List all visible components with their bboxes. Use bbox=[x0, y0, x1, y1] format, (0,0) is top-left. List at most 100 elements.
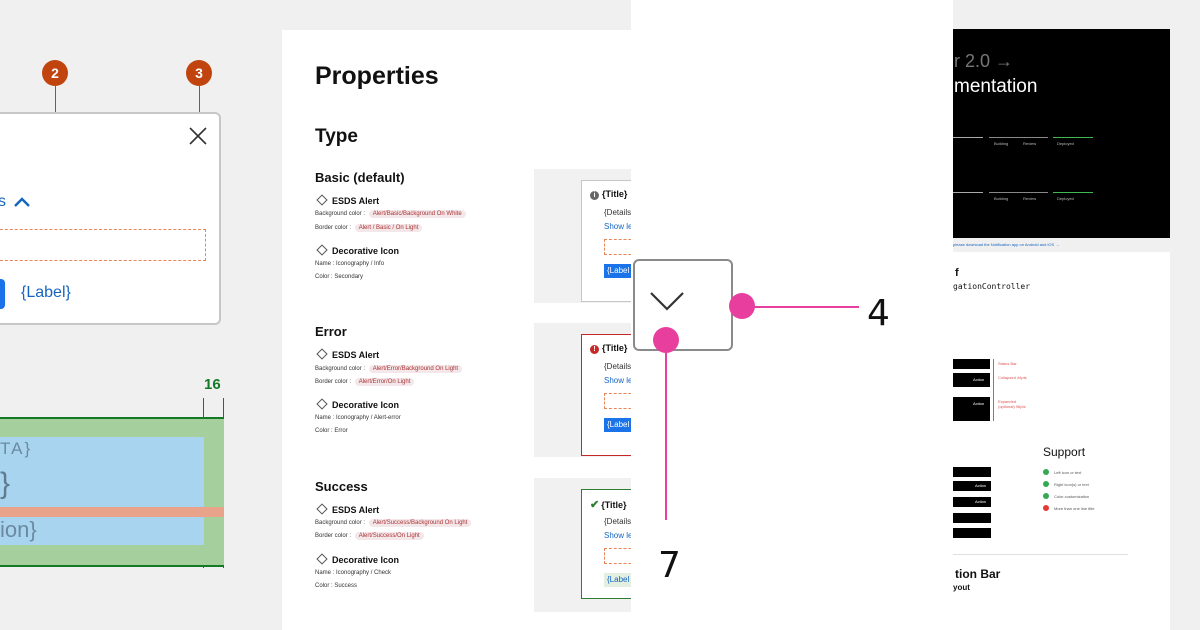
alert-preview-basic: i{Title} {Details Show le {Label bbox=[581, 180, 632, 302]
content-slot-placeholder bbox=[604, 393, 632, 409]
doc-heading: f bbox=[955, 267, 959, 279]
check-circle-icon bbox=[1043, 481, 1049, 487]
progress-step-label: Review bbox=[1023, 196, 1037, 201]
decorative-icon-heading: Decorative Icon bbox=[315, 244, 399, 256]
download-link[interactable]: please download the Notification app on … bbox=[953, 242, 1060, 247]
side-label: Status Bar bbox=[998, 361, 1017, 366]
progress-step-label: Building bbox=[994, 141, 1009, 146]
section-title: Basic (default) bbox=[315, 170, 405, 185]
support-sample: Action bbox=[953, 481, 991, 491]
show-less-link[interactable]: Show le bbox=[604, 376, 632, 385]
hero-line-2: mentation bbox=[954, 76, 1038, 97]
border-color-row: Border color : Alert/Success/On Light bbox=[315, 532, 424, 540]
close-icon[interactable] bbox=[188, 126, 208, 146]
alert-details: {Details bbox=[604, 517, 632, 526]
bottom-subheading: yout bbox=[953, 583, 970, 592]
gap-region bbox=[0, 507, 224, 517]
status-bar-sample bbox=[953, 359, 990, 369]
border-color-row: Border color : Alert/Error/On Light bbox=[315, 378, 415, 386]
progress-step-label: Deployed bbox=[1057, 196, 1074, 201]
progress-step-label: Building bbox=[994, 196, 1009, 201]
icon-name-row: Name : Iconography / Info bbox=[315, 261, 385, 267]
x-circle-icon bbox=[1043, 505, 1049, 511]
panel-documentation-preview: r 2.0 → mentation Building Review Deploy… bbox=[953, 0, 1200, 630]
support-sample: Action bbox=[953, 497, 991, 507]
measure-line bbox=[993, 359, 994, 421]
alert-action-button[interactable]: {Label bbox=[604, 418, 632, 432]
content-region bbox=[0, 517, 204, 545]
component-diamond-icon bbox=[316, 244, 328, 256]
side-label: Expanded (optional) 96pts bbox=[998, 399, 1026, 409]
support-sample bbox=[953, 513, 991, 523]
callout-line-3 bbox=[199, 86, 200, 122]
show-less-link[interactable]: Show le bbox=[604, 531, 632, 540]
border-color-row: Border color : Alert / Basic / On Light bbox=[315, 224, 423, 232]
content-slot-placeholder bbox=[604, 239, 632, 255]
component-diamond-icon bbox=[316, 194, 328, 206]
support-heading: Support bbox=[1043, 445, 1086, 459]
component-name: ESDS Alert bbox=[315, 503, 379, 515]
progress-step-line bbox=[1053, 192, 1093, 193]
grid-text: ion} bbox=[0, 517, 37, 542]
spacing-measure-label: 16 bbox=[204, 376, 221, 393]
section-title: Success bbox=[315, 479, 368, 494]
annotation-dot-7 bbox=[653, 327, 679, 353]
chevron-button-spec[interactable] bbox=[633, 259, 733, 351]
alert-title: i{Title} bbox=[590, 189, 627, 200]
annotation-dot-4 bbox=[729, 293, 755, 319]
alert-details: {Details bbox=[604, 362, 632, 371]
icon-name-row: Name : Iconography / Check bbox=[315, 570, 392, 576]
collapsed-bar-sample: Action bbox=[953, 373, 990, 387]
callout-badge-2: 2 bbox=[42, 60, 68, 86]
label-link[interactable]: {Label} bbox=[21, 284, 71, 301]
alert-preview-error: !{Title} {Details Show le {Label bbox=[581, 334, 632, 456]
check-circle-icon bbox=[1043, 493, 1049, 499]
token-tag: Alert/Basic/Background On White bbox=[368, 210, 466, 218]
bg-color-row: Background color : Alert/Error/Backgroun… bbox=[315, 365, 463, 373]
primary-button[interactable] bbox=[0, 279, 5, 309]
grid-text: } bbox=[0, 467, 11, 500]
support-sample bbox=[953, 528, 991, 538]
layout-grid-overlay: TA} } ion} bbox=[0, 417, 224, 567]
alert-anatomy-card bbox=[0, 112, 221, 325]
decorative-icon-heading: Decorative Icon bbox=[315, 553, 399, 565]
component-diamond-icon bbox=[316, 553, 328, 565]
alert-preview-success: ✔{Title} {Details Show le {Label bbox=[581, 489, 632, 599]
alert-details: {Details bbox=[604, 208, 632, 217]
hero-line-1: r 2.0 → bbox=[954, 51, 1014, 71]
support-item: Left icon or text bbox=[1054, 470, 1082, 475]
panel-alert-anatomy: 2 3 s {Label} 16 TA} } ion} bbox=[0, 0, 282, 630]
support-item: Color customization bbox=[1054, 494, 1090, 499]
annotation-number-7: 7 bbox=[658, 545, 681, 586]
component-name: ESDS Alert bbox=[315, 194, 379, 206]
alert-error-icon: ! bbox=[590, 345, 599, 354]
doc-content: f gationController Action Action Status … bbox=[953, 252, 1170, 630]
info-icon: i bbox=[590, 191, 599, 200]
progress-step-line bbox=[953, 192, 983, 193]
icon-color-row: Color : Error bbox=[315, 428, 348, 434]
icon-name-row: Name : Iconography / Alert-error bbox=[315, 415, 401, 421]
annotation-line-7 bbox=[665, 345, 667, 520]
support-item: Right icon(s) or text bbox=[1054, 482, 1089, 487]
details-toggle[interactable]: s bbox=[0, 193, 31, 211]
alert-action-button[interactable]: {Label bbox=[604, 264, 632, 278]
component-diamond-icon bbox=[316, 503, 328, 515]
component-name: ESDS Alert bbox=[315, 348, 379, 360]
alert-title: ✔{Title} bbox=[590, 499, 627, 511]
bg-color-row: Background color : Alert/Basic/Backgroun… bbox=[315, 210, 466, 218]
section-title: Error bbox=[315, 324, 347, 339]
bg-color-row: Background color : Alert/Success/Backgro… bbox=[315, 519, 472, 527]
component-diamond-icon bbox=[316, 348, 328, 360]
token-tag: Alert/Success/On Light bbox=[354, 532, 424, 540]
progress-step-line bbox=[953, 137, 983, 138]
decorative-icon-heading: Decorative Icon bbox=[315, 398, 399, 410]
details-toggle-label: s bbox=[0, 193, 6, 210]
support-item: More than one line title bbox=[1054, 506, 1095, 511]
page-title: Properties bbox=[315, 62, 439, 90]
content-slot-placeholder bbox=[604, 548, 632, 564]
alert-action-button[interactable]: {Label bbox=[604, 573, 632, 587]
hero-banner: r 2.0 → mentation Building Review Deploy… bbox=[953, 29, 1170, 238]
show-less-link[interactable]: Show le bbox=[604, 222, 632, 231]
token-tag: Alert / Basic / On Light bbox=[354, 224, 423, 232]
token-tag: Alert/Error/Background On Light bbox=[368, 365, 463, 373]
